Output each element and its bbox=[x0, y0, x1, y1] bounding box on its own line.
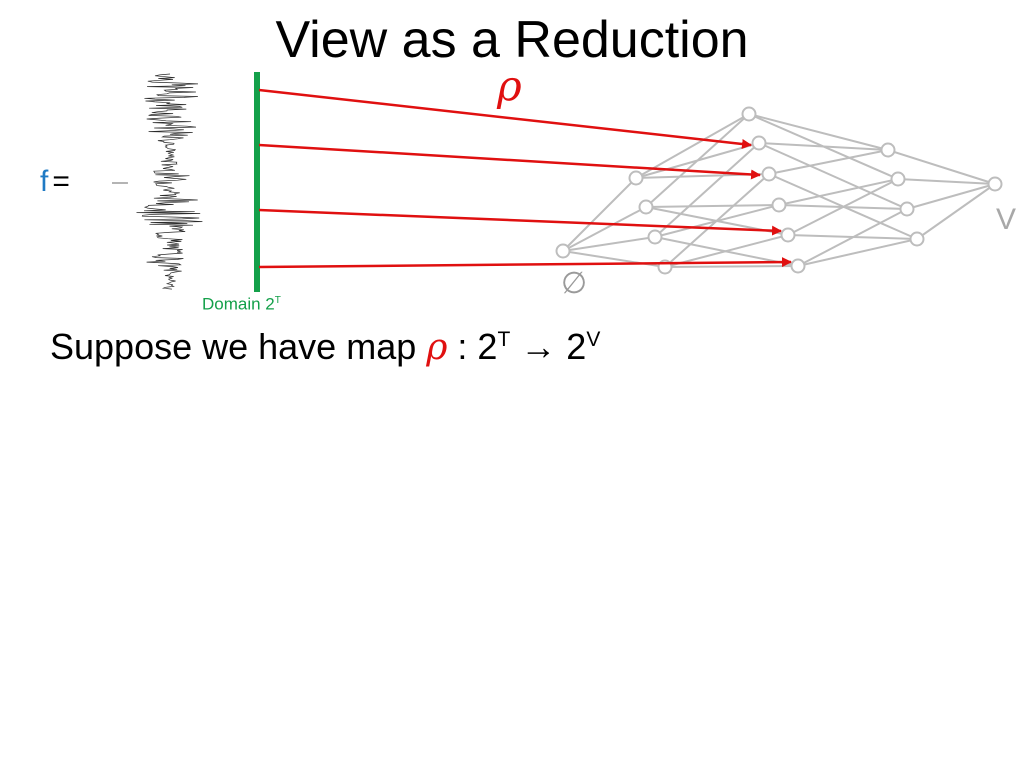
lattice-node bbox=[880, 142, 896, 158]
lattice-edge bbox=[906, 183, 996, 210]
rho-arrows bbox=[258, 88, 792, 269]
lattice-node bbox=[987, 176, 1003, 192]
lattice-node bbox=[899, 201, 915, 217]
lattice-edge bbox=[887, 149, 996, 185]
map-statement: Suppose we have map ρ : 2T → 2V bbox=[50, 318, 600, 370]
lattice-edge bbox=[787, 178, 899, 236]
lattice-node bbox=[761, 166, 777, 182]
lattice-edge bbox=[562, 177, 637, 252]
lattice-edge bbox=[664, 265, 799, 268]
lattice-node bbox=[741, 106, 757, 122]
lattice-edge bbox=[768, 149, 889, 175]
rho-arrow bbox=[258, 208, 782, 236]
lattice-edge bbox=[897, 178, 996, 185]
lattice-edge bbox=[758, 142, 908, 210]
rho-arrow bbox=[258, 88, 752, 149]
lattice-edge bbox=[562, 236, 656, 252]
lattice-node bbox=[751, 135, 767, 151]
rho-arrow bbox=[258, 257, 792, 269]
rho-arrow bbox=[258, 143, 761, 180]
lattice-edge bbox=[916, 183, 996, 240]
statement-arrow: → 2 bbox=[510, 326, 587, 367]
function-f: f bbox=[40, 165, 49, 198]
lattice-edge bbox=[645, 113, 750, 208]
rho-symbol: ρ bbox=[497, 61, 522, 110]
statement-prefix: Suppose we have map bbox=[50, 326, 427, 367]
lattice-edge bbox=[797, 238, 918, 267]
equals-sign: = bbox=[52, 165, 70, 198]
lattice-bottom-label: ∅ bbox=[561, 266, 588, 301]
lattice-edge bbox=[797, 208, 908, 267]
lattice-node bbox=[790, 258, 806, 274]
lattice-edge bbox=[562, 206, 647, 252]
signal-waveform bbox=[112, 73, 203, 290]
lattice-edge bbox=[664, 234, 789, 268]
lattice-edge bbox=[778, 178, 899, 206]
statement-sup-t: T bbox=[497, 328, 511, 351]
lattice-node bbox=[909, 231, 925, 247]
statement-sup-v: V bbox=[586, 328, 601, 351]
lattice-node bbox=[771, 197, 787, 213]
function-label: f= bbox=[40, 162, 70, 202]
lattice-top-label: V bbox=[996, 203, 1017, 236]
lattice-edge bbox=[748, 113, 889, 151]
lattice-node bbox=[780, 227, 796, 243]
reduction-diagram bbox=[112, 72, 1003, 292]
lattice-node bbox=[647, 229, 663, 245]
lattice-edge bbox=[654, 142, 760, 238]
lattice-node bbox=[890, 171, 906, 187]
lattice-edge bbox=[664, 173, 770, 268]
domain-text: Domain 2 bbox=[202, 294, 275, 314]
lattice-edge bbox=[758, 142, 889, 151]
statement-colon-base: : 2 bbox=[447, 326, 498, 367]
lattice-edge bbox=[645, 204, 780, 208]
lattice-node bbox=[638, 199, 654, 215]
slide-title: View as a Reduction bbox=[275, 11, 749, 69]
domain-superscript: T bbox=[274, 295, 281, 306]
lattice-diagram bbox=[555, 106, 1003, 275]
statement-rho: ρ bbox=[426, 327, 448, 368]
domain-label: Domain 2T bbox=[202, 290, 281, 316]
signal-trace bbox=[136, 73, 203, 290]
lattice-edge bbox=[635, 113, 750, 179]
lattice-node bbox=[555, 243, 571, 259]
lattice-node bbox=[628, 170, 644, 186]
